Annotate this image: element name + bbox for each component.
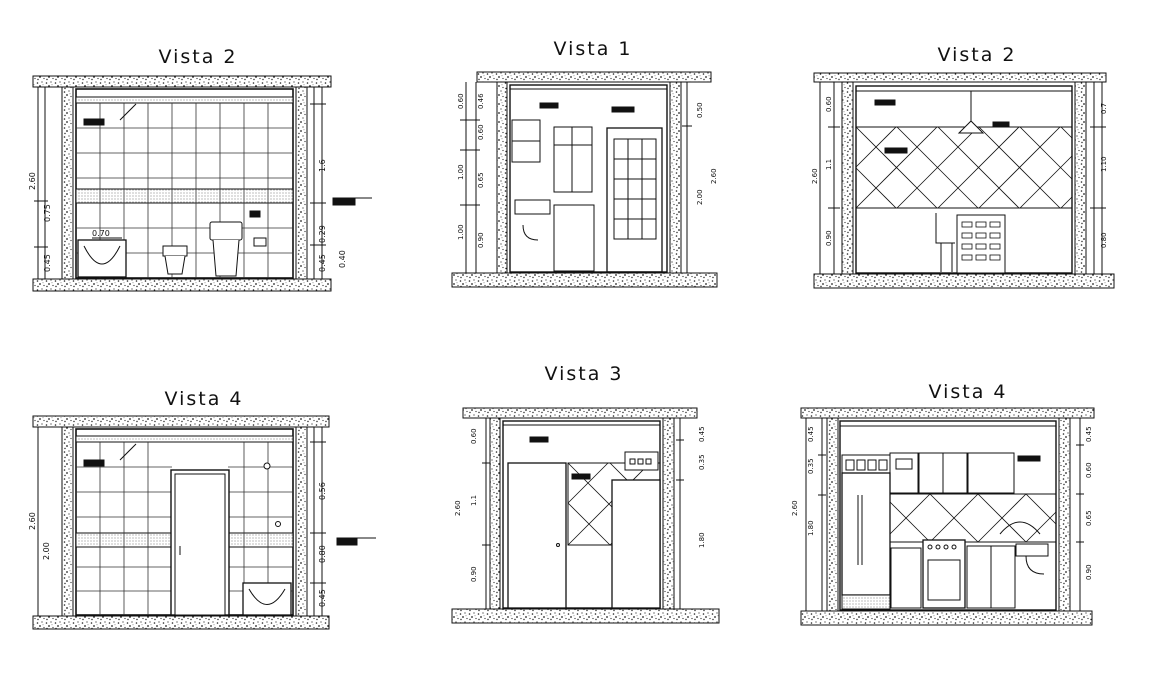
wall-right (295, 426, 308, 617)
dim-p5-l3: 0.90 (470, 566, 478, 582)
dim-p2-r1: 0.50 (696, 102, 704, 118)
slab-top (32, 75, 332, 88)
dim-p4-r2: 0.80 (318, 545, 327, 563)
dim-p1-l1: 0.75 (43, 204, 52, 222)
stove (922, 539, 966, 609)
dim-p3-l2: 1.1 (825, 159, 833, 170)
slab-bottom (451, 608, 720, 624)
elevation-bath-bottom (32, 415, 376, 630)
dim-p2-l7: 0.90 (477, 232, 485, 248)
slab-top (800, 407, 1095, 419)
bathtub (242, 582, 292, 616)
refrigerator-cabinet (507, 462, 567, 609)
title-top-center: Vista 1 (553, 38, 633, 60)
dim-p3-l1: 0.60 (825, 96, 833, 112)
slab-bottom (32, 278, 332, 292)
dim-p5-l2: 1.1 (470, 495, 478, 506)
dim-p6-r2: 0.60 (1085, 462, 1093, 478)
dim-p4-l1: 2.00 (42, 542, 51, 560)
dim-p2-l5: 0.65 (477, 172, 485, 188)
dim-p2-l4: 1.00 (457, 164, 465, 180)
bidet (162, 245, 188, 257)
dim-p1-r1: 1.6 (318, 159, 327, 172)
slab-top (32, 415, 330, 428)
bathtub (77, 239, 127, 278)
chair (935, 213, 955, 272)
upper-cabinet (967, 452, 1015, 494)
dim-p4-total: 2.60 (28, 512, 37, 530)
wall-left (61, 426, 74, 617)
dim-p6-l2: 0.35 (807, 458, 815, 474)
dim-p3-total: 2.60 (811, 168, 819, 184)
dim-p1-r4: 0.40 (338, 250, 347, 268)
title-bottom-left: Vista 4 (164, 388, 244, 410)
elevation-kitchen-right (800, 407, 1095, 626)
dim-p1-l2: 0.45 (43, 254, 52, 272)
elevation-bath-top (32, 75, 372, 292)
dim-p1-total: 2.60 (28, 172, 37, 190)
dim-p3-l3: 0.90 (825, 230, 833, 246)
slab-bottom (32, 615, 330, 630)
dim-p2-l6: 1.00 (457, 224, 465, 240)
elevation-bath-center (451, 71, 718, 288)
wall-right (295, 86, 308, 280)
title-top-right: Vista 2 (937, 44, 1017, 66)
dim-p2-l1: 0.60 (457, 93, 465, 109)
refrigerator (841, 472, 891, 596)
wall-left (841, 81, 854, 275)
slab-bottom (451, 272, 718, 288)
vanity (553, 204, 595, 272)
slab-bottom (813, 273, 1115, 289)
microwave-cabinet (889, 452, 919, 494)
dim-p6-r1: 0.45 (1085, 426, 1093, 442)
slab-top (813, 72, 1107, 83)
title-top-left: Vista 2 (158, 46, 238, 68)
toilet (209, 221, 243, 241)
elevation-wall-top-right (813, 72, 1115, 289)
dim-p6-total: 2.60 (791, 500, 799, 516)
dim-p1-r2: 0.29 (318, 225, 327, 243)
dim-p6-r4: 0.90 (1085, 564, 1093, 580)
title-bottom-center: Vista 3 (544, 363, 624, 385)
dim-p5-total: 2.60 (454, 500, 462, 516)
dim-p1-r3: 0.45 (318, 254, 327, 272)
dim-p6-l3: 1.80 (807, 520, 815, 536)
dim-p6-r3: 0.65 (1085, 510, 1093, 526)
door (606, 127, 663, 273)
dim-p2-l3: 0.60 (477, 124, 485, 140)
dim-p4-r3: 0.45 (318, 589, 327, 607)
pendant-lamp (957, 120, 985, 134)
dim-p4-r1: 0.56 (318, 482, 327, 500)
dim-p5-r2: 0.35 (698, 454, 706, 470)
wall-right (1074, 81, 1087, 275)
base-cabinet (890, 547, 922, 609)
dim-p3-r1: 0.7 (1100, 103, 1108, 114)
wall-left (489, 417, 501, 610)
dim-p3-r3: 0.80 (1100, 232, 1108, 248)
mirror (553, 126, 593, 193)
slab-top (476, 71, 712, 83)
dim-p6-l1: 0.45 (807, 426, 815, 442)
slab-top (462, 407, 698, 419)
dim-p2-r3: 2.60 (710, 168, 718, 184)
wall-left (826, 417, 839, 612)
wall-right (669, 81, 682, 274)
slab-bottom (800, 610, 1093, 626)
dim-p5-r3: 1.80 (698, 532, 706, 548)
elevation-kitchen-center (451, 407, 720, 624)
dim-p5-l1: 0.60 (470, 428, 478, 444)
wall-right (1058, 417, 1071, 612)
wall-right (662, 417, 675, 610)
pantry-cabinet (611, 479, 661, 609)
dim-p2-l2: 0.46 (477, 93, 485, 109)
wall-left (61, 86, 74, 280)
wall-left (496, 81, 508, 274)
title-bottom-right: Vista 4 (928, 381, 1008, 403)
dim-p3-r2: 1.10 (1100, 156, 1108, 172)
dim-p2-r2: 2.00 (696, 189, 704, 205)
dim-p1-bath: 0.70 (92, 229, 110, 238)
dim-p5-r1: 0.45 (698, 426, 706, 442)
